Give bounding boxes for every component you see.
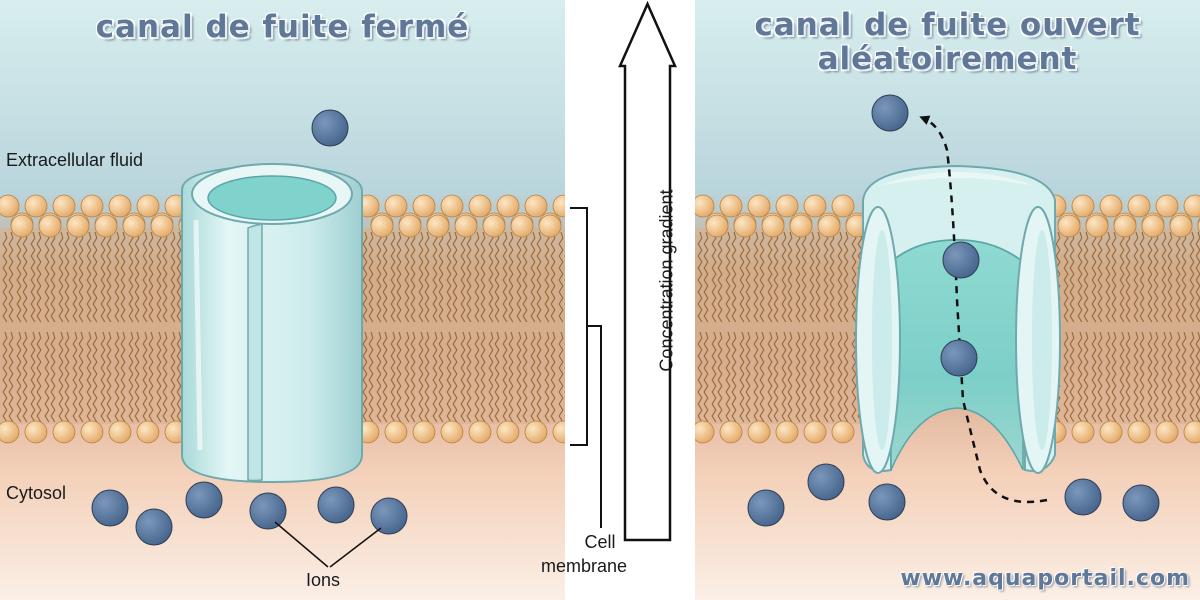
ion bbox=[940, 339, 978, 377]
ion bbox=[807, 463, 845, 501]
concentration-gradient-arrow bbox=[618, 0, 677, 542]
open-channel-panel bbox=[695, 0, 1200, 600]
concentration-gradient-label: Concentration gradient bbox=[656, 189, 677, 372]
ion bbox=[91, 489, 129, 527]
extracellular-fluid-label: Extracellular fluid bbox=[6, 150, 144, 170]
ion bbox=[317, 486, 355, 524]
closed-channel-title: canal de fuite fermé bbox=[95, 9, 470, 45]
ion bbox=[871, 94, 909, 132]
gradient-and-membrane-bracket bbox=[570, 0, 677, 542]
ions-label: Ions bbox=[306, 570, 341, 590]
ion bbox=[1064, 478, 1102, 516]
ion bbox=[942, 241, 980, 279]
ion bbox=[135, 508, 173, 546]
cytosol-label: Cytosol bbox=[6, 483, 67, 503]
closed-channel-panel bbox=[0, 0, 565, 600]
ion bbox=[311, 109, 349, 147]
ion bbox=[868, 483, 906, 521]
membrane-label: membrane bbox=[540, 556, 627, 576]
leak-channel-open bbox=[855, 164, 1061, 474]
open-channel-title: canal de fuite ouvert aléatoirement bbox=[754, 7, 1141, 77]
ion bbox=[747, 489, 785, 527]
cell-label: Cell bbox=[584, 532, 616, 552]
closed-channel-illustration bbox=[0, 0, 565, 600]
open-channel-illustration bbox=[695, 0, 1200, 600]
ions bbox=[91, 109, 408, 546]
leak-channel-closed bbox=[181, 163, 363, 484]
ions-pointer-lines bbox=[274, 521, 382, 568]
ion bbox=[185, 481, 223, 519]
lipid-bilayer bbox=[0, 194, 565, 444]
ion bbox=[1122, 484, 1160, 522]
ion-path-arrow bbox=[919, 115, 1048, 504]
ion bbox=[370, 497, 408, 535]
ion bbox=[249, 492, 287, 530]
cell-membrane-bracket bbox=[570, 207, 602, 528]
ions bbox=[747, 94, 1160, 527]
watermark: www.aquaportail.com bbox=[900, 566, 1190, 591]
